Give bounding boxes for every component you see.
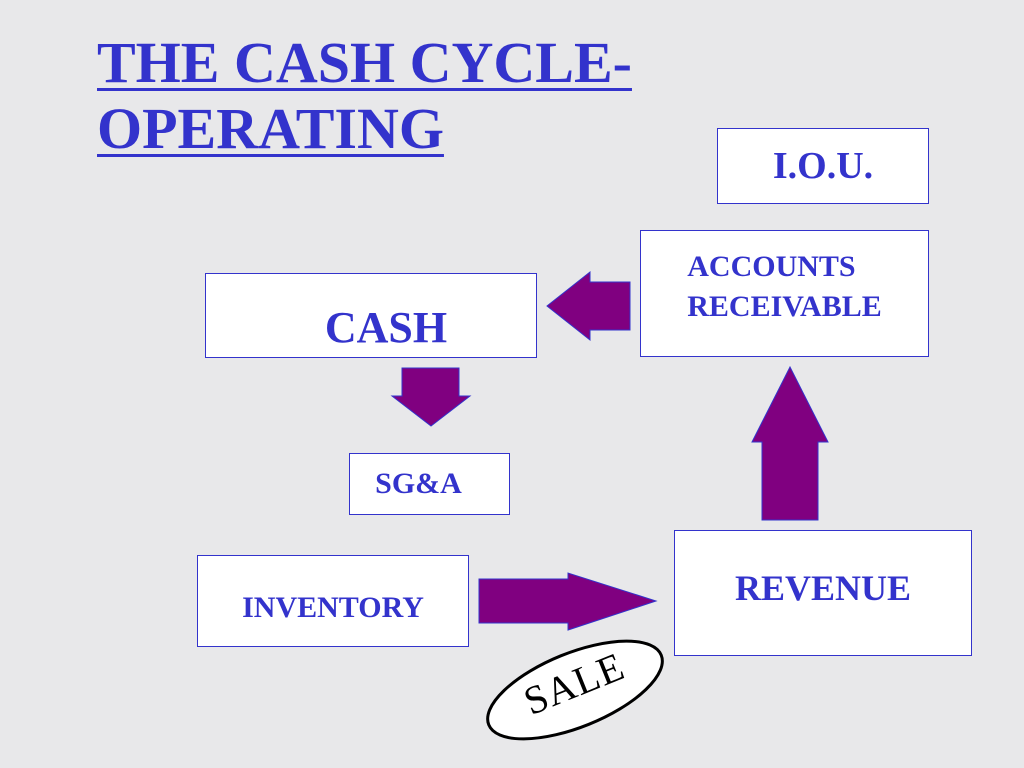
sale-ellipse (486, 639, 664, 741)
accounts-receivable-box: ACCOUNTS RECEIVABLE (640, 230, 929, 357)
title-line-1: THE CASH CYCLE- (97, 30, 632, 95)
revenue-box: REVENUE (674, 530, 972, 656)
revenue-label: REVENUE (734, 568, 912, 608)
cash-label: CASH (324, 303, 448, 352)
accounts-receivable-label-line-2: RECEIVABLE (687, 289, 882, 323)
inventory-box: INVENTORY (197, 555, 469, 647)
sga-box: SG&A (349, 453, 510, 515)
accounts-receivable-label-line-1: ACCOUNTS (687, 249, 856, 283)
arrow-inventory-to-revenue (478, 572, 658, 631)
iou-label: I.O.U. (772, 145, 874, 187)
iou-box: I.O.U. (717, 128, 929, 204)
inventory-label: INVENTORY (242, 591, 424, 624)
cash-box: CASH (205, 273, 537, 358)
sga-label: SG&A (375, 467, 462, 500)
arrow-revenue-to-ar (751, 365, 829, 521)
arrow-cash-to-sga (390, 367, 472, 427)
page-title: THE CASH CYCLE- OPERATING (97, 30, 632, 162)
arrow-ar-to-cash (546, 270, 631, 342)
title-line-2: OPERATING (97, 96, 444, 161)
